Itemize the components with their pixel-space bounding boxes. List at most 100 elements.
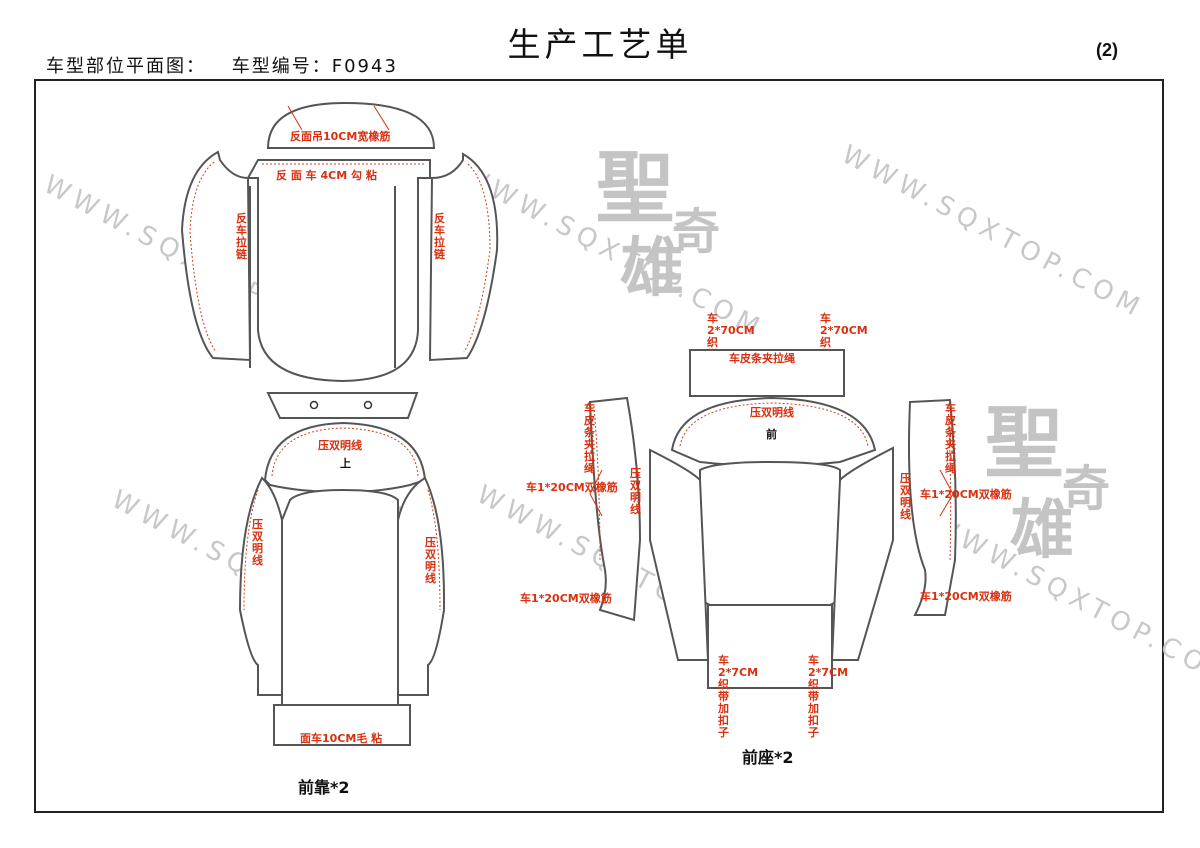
leader-line [589,493,603,517]
svg-text:拉: 拉 [584,449,595,463]
seat-inner-right-panel [830,446,894,661]
back-top-note: 反 面 车 4CM 勾 粘 [276,168,377,182]
svg-text:车: 车 [707,311,718,325]
stitch-line [679,402,869,447]
elastic-left-lower: 车1*20CM双橡筋 [520,591,612,605]
seat-pattern-group: 车 2*70CM 织 带 车 2*70CM 织 带 车皮条夹拉绳 压双明线 前 [520,311,1012,767]
seat-front-mark: 前 [766,427,777,441]
svg-text:2*70CM: 2*70CM [707,324,755,337]
seat-inner-left-panel [649,448,710,661]
seat-outer-left-panel [588,396,642,622]
svg-text:2*7CM: 2*7CM [808,666,848,679]
seat-caption: 前座*2 [742,748,794,767]
lower-bottom-note: 面车10CM毛 粘 [300,731,382,745]
logo-glyph: 聖 [596,143,674,234]
elastic-left-upper: 车1*20CM双橡筋 [526,480,618,494]
leader-line [287,105,303,131]
part-label: 车型部位平面图： [46,56,206,77]
drawing-frame [34,79,1164,813]
svg-text:链: 链 [434,247,446,261]
svg-text:扣: 扣 [718,713,729,727]
svg-text:子: 子 [808,726,819,739]
grommet-hole [309,400,319,410]
left-strip-note: 车 皮 条 夹 拉 绳 [583,401,596,475]
logo-glyph: 奇 [1062,461,1110,517]
logo-glyph: 奇 [672,204,720,260]
seat-right-stitch-note: 压 双 明 线 [900,471,911,521]
svg-text:条: 条 [583,425,596,439]
logo-glyph: 雄 [620,231,684,306]
page-number: (2) [1096,40,1118,60]
svg-text:线: 线 [900,507,911,521]
svg-text:双: 双 [425,548,436,561]
svg-text:加: 加 [717,701,729,715]
svg-text:压: 压 [252,517,263,531]
svg-text:线: 线 [630,502,641,516]
svg-text:织: 织 [718,677,729,691]
svg-text:织: 织 [808,677,819,691]
svg-text:线: 线 [252,553,263,567]
svg-text:绳: 绳 [584,461,595,475]
svg-text:2*7CM: 2*7CM [718,666,758,679]
svg-text:织: 织 [820,335,831,349]
stitch-line [271,427,419,477]
logo-glyph: 聖 [985,398,1063,489]
svg-text:夹: 夹 [584,437,595,451]
svg-text:压: 压 [630,466,641,480]
svg-text:皮: 皮 [583,413,595,427]
logo-glyph: 雄 [1010,493,1074,568]
svg-text:线: 线 [425,571,436,585]
lower-right-side-piece [397,476,446,696]
seat-left-stitch-note: 压 双 明 线 [630,466,641,516]
svg-text:加: 加 [807,701,819,715]
lower-main-piece [281,488,399,706]
svg-text:双: 双 [630,479,641,492]
page-title: 生产工艺单 [507,25,693,64]
svg-text:车: 车 [945,401,956,415]
svg-text:车: 车 [584,401,595,415]
stitch-line [463,163,491,353]
svg-text:车: 车 [820,311,831,325]
svg-text:双: 双 [252,530,263,543]
leader-line [589,469,603,495]
svg-text:明: 明 [425,560,436,573]
svg-text:车: 车 [236,223,247,237]
svg-text:夹: 夹 [945,437,956,451]
seat-front-note: 压双明线 [750,405,794,419]
svg-text:拉: 拉 [434,235,445,249]
lower-left-stitch-note: 压 双 明 线 [252,517,263,567]
header-subtitle: 车型部位平面图： 车型编号：F0943 [46,52,416,78]
stitch-line [243,489,259,611]
grommet-hole [363,400,373,410]
left-zip-note: 反 车 拉 链 [236,211,248,261]
elastic-right-upper: 车1*20CM双橡筋 [920,487,1012,501]
svg-text:织: 织 [707,335,718,349]
svg-text:皮: 皮 [944,413,956,427]
model-label: 车型编号：F0943 [231,56,398,77]
back-right-side-piece [428,152,499,362]
leader-line [939,493,954,517]
svg-text:链: 链 [236,247,248,261]
stitch-line [593,405,601,561]
seat-strip-note: 车皮条夹拉绳 [729,351,795,365]
back-strip-piece [266,392,419,419]
lower-right-stitch-note: 压 双 明 线 [425,535,436,585]
svg-text:车: 车 [808,653,819,667]
svg-text:绳: 绳 [945,461,956,475]
back-pattern-group: 反面吊10CM宽橡筋 反 面 车 4CM 勾 粘 反 车 拉 链 反 车 拉 链 [180,101,499,797]
back-left-side-piece [180,150,252,362]
right-zip-note: 反 车 拉 链 [434,211,446,261]
svg-text:条: 条 [944,425,957,439]
svg-text:带: 带 [718,689,729,703]
back-main-piece [246,159,431,383]
seat-outer-right-panel [908,398,957,616]
right-strip-note: 车 皮 条 夹 拉 绳 [944,401,957,475]
svg-text:反: 反 [434,211,445,225]
stitch-line [189,161,217,353]
leader-line [373,105,390,131]
svg-text:拉: 拉 [945,449,956,463]
svg-text:明: 明 [900,496,911,509]
svg-text:扣: 扣 [808,713,819,727]
svg-text:2*70CM: 2*70CM [820,324,868,337]
